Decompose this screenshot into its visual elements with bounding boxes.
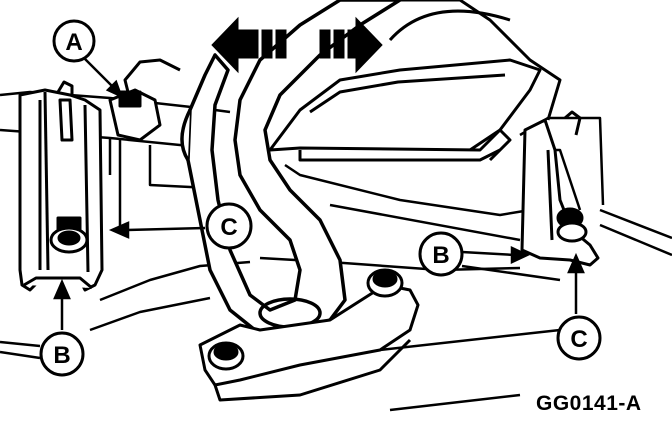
svg-text:A: A [65,29,82,56]
callout-b-right: B [418,231,464,277]
callout-c-center: C [205,202,253,250]
pipe-flange [198,268,420,402]
heat-shield [268,0,562,162]
left-mount-bracket [18,80,104,292]
hose-fitting [108,58,181,142]
svg-text:C: C [220,214,237,241]
callout-c-right: C [556,315,602,361]
double-arrow-left-right-icon [211,16,383,74]
callout-a-top: A [52,19,96,63]
callout-b-left: B [39,331,85,377]
right-mount-bracket [520,110,600,267]
svg-text:B: B [432,242,449,269]
svg-text:B: B [53,342,70,369]
leader-lines [53,57,585,330]
svg-text:C: C [570,326,587,353]
figure-identifier: GG0141-A [536,392,642,415]
